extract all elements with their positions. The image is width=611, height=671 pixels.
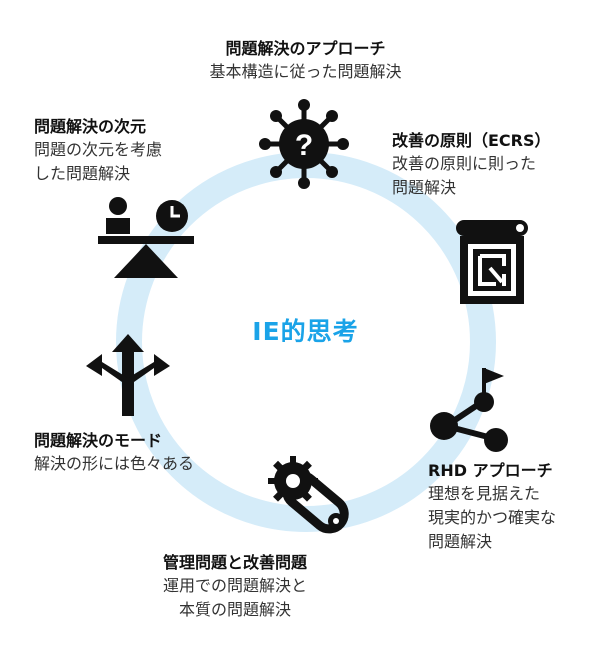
gear-chain-icon (264, 450, 362, 548)
node-desc: 改善の原則に則った 問題解決 (392, 154, 537, 197)
node-title: RHD アプローチ (428, 461, 553, 480)
node-management: 管理問題と改善問題 運用での問題解決と 本質の問題解決 (120, 552, 350, 622)
node-title: 問題解決の次元 (34, 117, 147, 136)
node-rhd: RHD アプローチ 理想を見据えた 現実的かつ確実な 問題解決 (428, 460, 556, 554)
center-label: IE的思考 (252, 317, 359, 346)
svg-text:?: ? (295, 129, 313, 162)
node-approach: 問題解決のアプローチ 基本構造に従った問題解決 (0, 38, 611, 84)
node-title: 管理問題と改善問題 (162, 553, 307, 572)
node-ecrs: 改善の原則（ECRS） 改善の原則に則った 問題解決 (392, 130, 551, 200)
node-desc: 解決の形には色々ある (34, 454, 195, 473)
node-desc: 問題の次元を考慮 した問題解決 (34, 140, 163, 183)
balance-person-clock-icon (96, 194, 196, 284)
node-title: 問題解決のモード (34, 431, 163, 450)
node-mode: 問題解決のモード 解決の形には色々ある (34, 430, 194, 476)
node-dimension: 問題解決の次元 問題の次元を考慮 した問題解決 (34, 116, 162, 186)
blueprint-scroll-icon (452, 216, 532, 308)
route-flag-icon (422, 362, 518, 458)
virus-question-icon: ? (258, 98, 350, 190)
node-desc: 理想を見据えた 現実的かつ確実な 問題解決 (428, 484, 557, 551)
direction-arrows-icon (84, 332, 172, 420)
node-title: 改善の原則（ECRS） (392, 131, 551, 150)
node-desc: 基本構造に従った問題解決 (209, 62, 402, 81)
node-title: 問題解決のアプローチ (225, 39, 386, 58)
node-desc: 運用での問題解決と 本質の問題解決 (162, 576, 307, 619)
